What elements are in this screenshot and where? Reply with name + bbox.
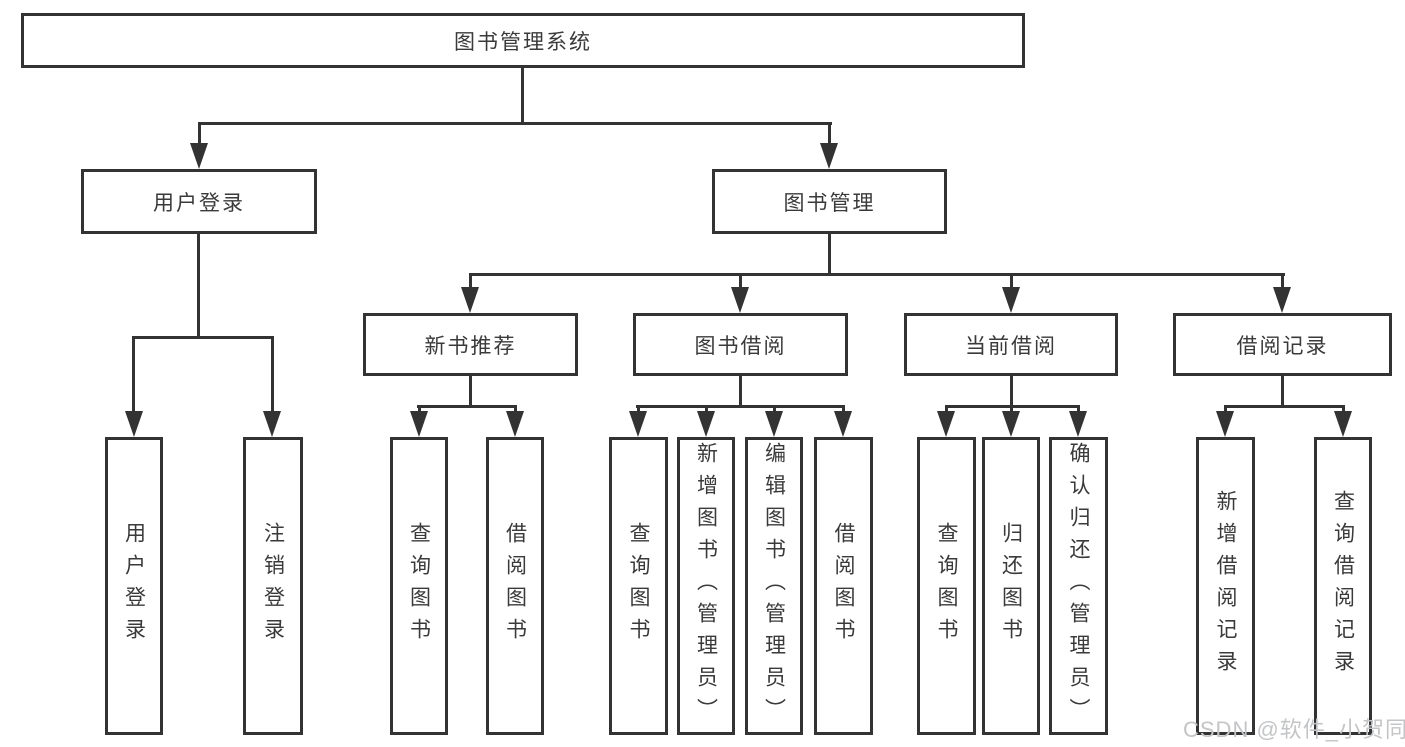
node-user-login: 用户登录 — [81, 169, 317, 234]
leaf-confirm-return-admin: 确认归还（管理员） — [1049, 437, 1108, 735]
node-current-borrowing: 当前借阅 — [904, 313, 1118, 376]
connector-line — [1224, 405, 1345, 408]
leaf-label: 新增借阅记录 — [1214, 490, 1237, 682]
leaf-query-books-recommend: 查询图书 — [390, 437, 448, 735]
node-label: 图书管理 — [783, 191, 876, 215]
node-book-borrowing: 图书借阅 — [633, 313, 848, 376]
leaf-logout: 注销登录 — [243, 437, 303, 735]
connector-line — [1342, 405, 1345, 415]
node-new-book-recommendation: 新书推荐 — [363, 313, 578, 376]
arrow-down-icon — [1334, 411, 1352, 437]
connector-line — [1281, 275, 1284, 289]
connector-line — [418, 405, 421, 415]
leaf-label: 用户登录 — [122, 522, 146, 650]
connector-line — [739, 376, 742, 408]
leaf-label: 新增图书（管理员） — [694, 442, 718, 730]
arrow-down-icon — [263, 411, 281, 437]
arrow-down-icon — [461, 287, 479, 313]
leaf-borrow-books-borrowing: 借阅图书 — [814, 437, 873, 735]
connector-line — [417, 405, 517, 408]
arrow-down-icon — [765, 411, 783, 437]
node-label: 图书管理系统 — [454, 30, 592, 54]
connector-line — [1281, 376, 1284, 408]
leaf-add-books-admin: 新增图书（管理员） — [677, 437, 735, 735]
connector-line — [773, 405, 776, 415]
connector-line — [1224, 405, 1227, 415]
connector-line — [197, 234, 200, 339]
arrow-down-icon — [834, 411, 852, 437]
connector-line — [1077, 405, 1080, 415]
connector-line — [842, 405, 845, 415]
node-label: 新书推荐 — [424, 334, 517, 358]
node-book-management: 图书管理 — [712, 169, 947, 234]
leaf-edit-books-admin: 编辑图书（管理员） — [745, 437, 803, 735]
arrow-down-icon — [410, 411, 428, 437]
connector-line — [739, 275, 742, 289]
arrow-down-icon — [190, 143, 208, 169]
connector-line — [637, 405, 640, 415]
connector-line — [198, 122, 832, 125]
leaf-borrow-books-recommend: 借阅图书 — [486, 437, 544, 735]
arrow-down-icon — [1002, 411, 1020, 437]
arrow-down-icon — [125, 411, 143, 437]
leaf-user-login: 用户登录 — [105, 437, 163, 735]
watermark: CSDN @软件_小贺同学 — [1183, 717, 1405, 742]
arrow-down-icon — [1273, 287, 1291, 313]
node-label: 当前借阅 — [965, 334, 1057, 358]
leaf-label: 查询图书 — [935, 522, 958, 650]
connector-line — [271, 338, 274, 413]
connector-line — [198, 124, 201, 146]
leaf-label: 归还图书 — [999, 522, 1023, 650]
arrow-down-icon — [820, 143, 838, 169]
node-library-management-system: 图书管理系统 — [21, 13, 1025, 68]
arrow-down-icon — [937, 411, 955, 437]
connector-line — [705, 405, 708, 415]
leaf-label: 注销登录 — [261, 522, 285, 650]
connector-line — [469, 275, 472, 289]
leaf-query-books-current: 查询图书 — [917, 437, 976, 735]
connector-line — [828, 234, 831, 276]
connector-line — [636, 405, 845, 408]
connector-line — [514, 405, 517, 415]
connector-line — [469, 273, 1285, 276]
connector-line — [469, 376, 472, 408]
connector-line — [1010, 405, 1013, 415]
leaf-label: 查询图书 — [627, 522, 650, 650]
leaf-label: 查询借阅记录 — [1331, 490, 1355, 682]
node-label: 图书借阅 — [694, 334, 787, 358]
connector-line — [521, 68, 524, 125]
connector-line — [945, 405, 948, 415]
connector-line — [132, 336, 274, 339]
leaf-query-books-borrowing: 查询图书 — [609, 437, 668, 735]
leaf-query-borrow-record: 查询借阅记录 — [1314, 437, 1372, 735]
arrow-down-icon — [506, 411, 524, 437]
connector-line — [1010, 275, 1013, 289]
node-label: 用户登录 — [153, 191, 245, 215]
connector-line — [132, 338, 135, 413]
node-label: 借阅记录 — [1236, 334, 1329, 358]
arrow-down-icon — [697, 411, 715, 437]
connector-line — [1010, 376, 1013, 408]
leaf-label: 查询图书 — [407, 522, 431, 650]
arrow-down-icon — [629, 411, 647, 437]
leaf-add-borrow-record: 新增借阅记录 — [1196, 437, 1255, 735]
arrow-down-icon — [1069, 411, 1087, 437]
arrow-down-icon — [731, 287, 749, 313]
leaf-label: 借阅图书 — [832, 522, 855, 650]
arrow-down-icon — [1002, 287, 1020, 313]
connector-line — [828, 124, 831, 146]
leaf-label: 编辑图书（管理员） — [762, 442, 786, 730]
node-borrowing-records: 借阅记录 — [1173, 313, 1392, 376]
arrow-down-icon — [1216, 411, 1234, 437]
leaf-label: 借阅图书 — [503, 522, 527, 650]
leaf-return-books: 归还图书 — [982, 437, 1040, 735]
leaf-label: 确认归还（管理员） — [1067, 442, 1090, 730]
